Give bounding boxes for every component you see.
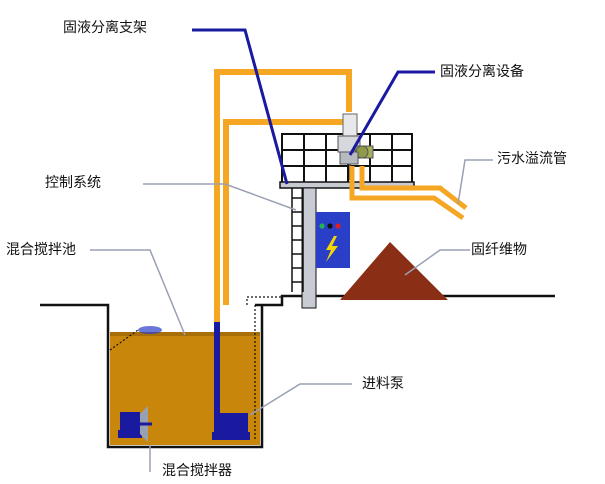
leader-separator-frame: [192, 28, 289, 185]
label-mixer: 混合搅拌器: [162, 463, 232, 479]
label-separator-frame: 固液分离支架: [63, 20, 147, 36]
lightning-icon: [326, 236, 338, 262]
label-overflow-pipe: 污水溢流管: [497, 151, 567, 167]
leader-overflow-pipe: [457, 159, 493, 205]
leader-feed-pump: [249, 383, 352, 416]
mixer-icon: [118, 406, 152, 442]
label-fiber-solids: 固纤维物: [471, 242, 527, 258]
overflow-pipe: [349, 166, 465, 221]
feed-pipe: [214, 69, 352, 322]
ground-line: [40, 303, 110, 320]
fiber-solids-pile: [340, 242, 448, 300]
label-feed-pump: 进料泵: [362, 376, 404, 392]
leader-separator-unit: [348, 70, 435, 156]
separator-platform: [279, 133, 415, 309]
overflow-pipe-2: [359, 166, 468, 210]
pump-icon: [212, 413, 250, 440]
ground-line-step: [246, 296, 282, 305]
tank-overflow-dash: [109, 329, 139, 351]
label-mixing-tank: 混合搅拌池: [6, 242, 76, 258]
leader-fiber-solids: [404, 249, 470, 276]
label-control-system: 控制系统: [45, 175, 101, 191]
leader-mixing-tank: [90, 249, 186, 336]
leader-control-system: [143, 183, 297, 211]
ladder: [291, 188, 304, 292]
label-separator-unit: 固液分离设备: [440, 64, 524, 80]
